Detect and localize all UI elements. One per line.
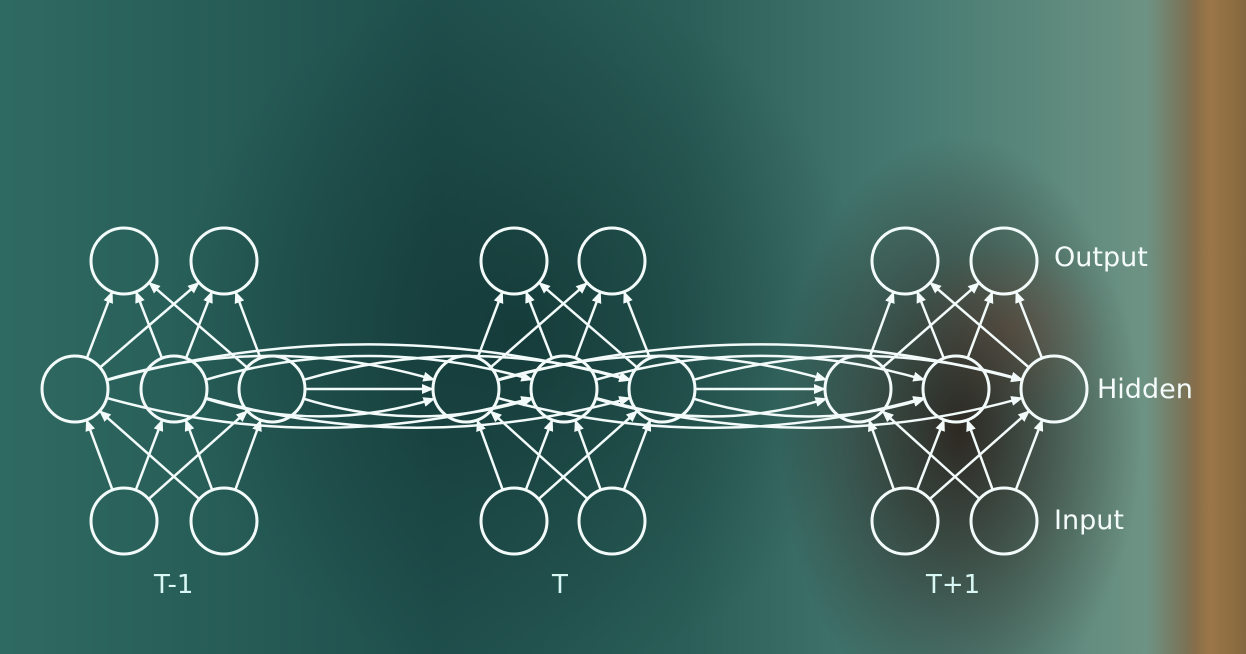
- edge-t-minus-1-input1-hidden0: [98, 409, 201, 501]
- hidden-layer-label: Hidden: [1097, 374, 1193, 405]
- edge-t-plus-1-input1-hidden2: [1014, 418, 1044, 491]
- neuron-t-minus-1-hidden-2: [139, 354, 209, 424]
- neuron-t-hidden-2: [529, 354, 599, 424]
- edge-t-minus-1-hidden2-output1: [234, 290, 262, 359]
- edge-recurrent-t-minus-1-h1-to-t-h2: [205, 396, 632, 429]
- edge-t-plus-1-hidden2-output0: [929, 281, 1030, 369]
- neuron-t-hidden-1: [431, 354, 501, 424]
- neuron-t-plus-1-input-1: [870, 486, 940, 556]
- neuron-t-plus-1-output-2: [969, 226, 1039, 296]
- edge-t-input1-hidden2: [622, 418, 652, 491]
- time-label-t-plus-1: T+1: [926, 570, 981, 600]
- edge-t-minus-1-input1-hidden2: [234, 419, 262, 491]
- edge-recurrent-t-minus-1-h2-to-t-h1: [303, 397, 534, 418]
- neuron-t-minus-1-input-1: [89, 486, 159, 556]
- neuron-t-output-2: [577, 226, 647, 296]
- edge-t-hidden1-output0: [524, 290, 554, 359]
- neuron-t-minus-1-input-2: [189, 486, 259, 556]
- edge-t-minus-1-hidden1-output0: [134, 290, 164, 359]
- edge-t-minus-1-input1-hidden1: [184, 418, 214, 491]
- neuron-t-plus-1-hidden-1: [823, 354, 893, 424]
- neuron-t-output-1: [479, 226, 549, 296]
- edge-t-minus-1-hidden0-output0: [85, 290, 114, 359]
- neuron-t-plus-1-hidden-3: [1019, 354, 1089, 424]
- edge-t-minus-1-input0-hidden0: [85, 418, 114, 491]
- edge-t-plus-1-hidden1-output0: [916, 290, 945, 359]
- edge-t-hidden2-output1: [622, 290, 652, 359]
- edge-t-plus-1-hidden2-output1: [1014, 290, 1044, 359]
- edge-recurrent-t-minus-1-h1-to-t-h1: [205, 354, 534, 382]
- neuron-t-hidden-3: [627, 354, 697, 424]
- edge-recurrent-t-h1-to-t-plus-1-h1: [595, 354, 926, 382]
- output-layer-label: Output: [1054, 242, 1148, 273]
- edge-t-input0-hidden0: [476, 419, 504, 491]
- neuron-t-plus-1-input-2: [969, 486, 1039, 556]
- time-label-t-minus-1: T-1: [154, 570, 194, 600]
- edge-recurrent-t-h2-to-t-plus-1-h1: [693, 397, 926, 418]
- edge-t-plus-1-input1-hidden0: [881, 410, 981, 500]
- neuron-t-minus-1-hidden-3: [237, 354, 307, 424]
- neuron-t-input-1: [479, 486, 549, 556]
- edge-t-hidden0-output0: [476, 290, 504, 359]
- neuron-t-input-2: [577, 486, 647, 556]
- edge-t-plus-1-hidden0-output0: [868, 291, 895, 359]
- neuron-t-minus-1-output-2: [189, 226, 259, 296]
- neuron-t-plus-1-output-1: [870, 226, 940, 296]
- edge-t-input1-hidden1: [574, 419, 602, 491]
- edge-recurrent-t-h1-to-t-plus-1-h2: [595, 396, 1024, 430]
- background-frame-edge: [1186, 0, 1246, 654]
- neuron-t-minus-1-output-1: [89, 226, 159, 296]
- edge-t-plus-1-input1-hidden1: [966, 419, 994, 491]
- input-layer-label: Input: [1054, 505, 1124, 536]
- neuron-t-minus-1-hidden-1: [40, 354, 110, 424]
- neuron-t-plus-1-hidden-2: [921, 354, 991, 424]
- time-label-t: T: [552, 570, 568, 600]
- edge-t-plus-1-input0-hidden0: [867, 419, 896, 491]
- edge-t-input1-hidden0: [489, 410, 589, 500]
